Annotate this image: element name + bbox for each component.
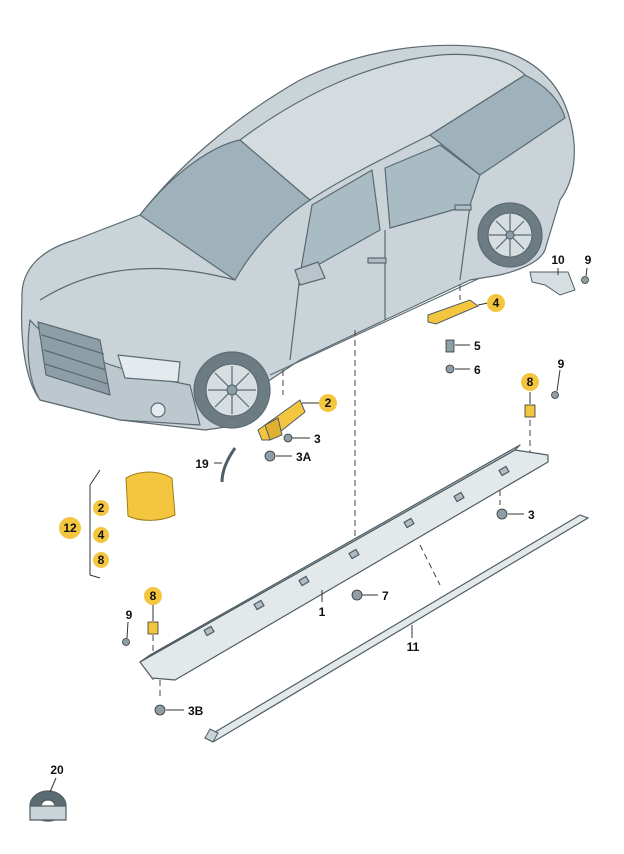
label-9-rear-bracket: 9 bbox=[585, 253, 592, 267]
sill-panel-body bbox=[139, 449, 549, 681]
label-4: 4 bbox=[493, 296, 500, 310]
door-line-front bbox=[289, 274, 301, 361]
label-6: 6 bbox=[474, 363, 481, 377]
fastener-9-left bbox=[122, 638, 130, 646]
label-7: 7 bbox=[382, 589, 389, 603]
side-mirror bbox=[294, 261, 326, 286]
grille-bar-1 bbox=[41, 334, 105, 355]
part-2-bracket bbox=[257, 399, 306, 441]
label-3-sill: 3 bbox=[528, 508, 535, 522]
door-line-rear bbox=[459, 204, 471, 281]
front-hub bbox=[226, 384, 238, 396]
label-8-right: 8 bbox=[527, 375, 534, 389]
rear-window bbox=[429, 74, 566, 176]
grille-bar-3 bbox=[44, 363, 109, 385]
label-1: 1 bbox=[319, 605, 326, 619]
leader-lines bbox=[49, 267, 588, 793]
badge-kit-2 bbox=[93, 500, 109, 516]
rear-hub bbox=[505, 230, 515, 240]
fastener-6 bbox=[445, 364, 455, 374]
grille-bar-2 bbox=[43, 349, 107, 371]
label-20: 20 bbox=[50, 763, 64, 777]
label-kit-4: 4 bbox=[98, 528, 105, 542]
label-8-left: 8 bbox=[150, 589, 157, 603]
part-11-trim-strip-edge bbox=[204, 728, 219, 743]
roof-panel bbox=[239, 53, 526, 201]
label-kit-8: 8 bbox=[98, 553, 105, 567]
fastener-9-right bbox=[551, 391, 559, 399]
badge-8-right bbox=[521, 373, 539, 391]
fastener-3-sill bbox=[496, 508, 508, 520]
fastener-3A bbox=[264, 450, 276, 462]
badge-8-left bbox=[144, 587, 162, 605]
fastener-7 bbox=[351, 589, 363, 601]
part-19-seal bbox=[220, 447, 237, 483]
part-4-bracket bbox=[427, 299, 479, 325]
label-5: 5 bbox=[474, 339, 481, 353]
fasteners bbox=[122, 276, 589, 716]
highlight-badges bbox=[59, 294, 539, 605]
part-10-rear-bracket bbox=[529, 271, 576, 296]
label-2: 2 bbox=[325, 396, 332, 410]
label-3B: 3B bbox=[188, 704, 204, 718]
badge-2 bbox=[319, 394, 337, 412]
fog-light bbox=[150, 402, 166, 418]
label-kit-2: 2 bbox=[98, 501, 105, 515]
label-3A: 3A bbox=[296, 450, 312, 464]
fastener-9-rear-bracket bbox=[581, 276, 589, 284]
side-sill-line bbox=[269, 277, 481, 376]
label-3-front: 3 bbox=[314, 432, 321, 446]
kit-group-bracket bbox=[89, 469, 101, 579]
label-10: 10 bbox=[551, 253, 565, 267]
part-1-sill-panel bbox=[139, 444, 549, 681]
label-9-right: 9 bbox=[558, 357, 565, 371]
front-grille bbox=[37, 321, 111, 396]
fastener-3B bbox=[154, 704, 166, 716]
callout-labels: 1 2 3 3A 3 3B 4 5 6 7 8 8 9 9 9 10 11 12… bbox=[50, 253, 591, 777]
badge-4 bbox=[487, 294, 505, 312]
label-11: 11 bbox=[407, 640, 420, 654]
label-9-left: 9 bbox=[126, 608, 133, 622]
hood-line bbox=[39, 267, 236, 301]
dash-line-sill-to-trim bbox=[419, 544, 441, 586]
label-19: 19 bbox=[195, 457, 209, 471]
sill-panel-clips bbox=[203, 465, 510, 637]
fastener-5 bbox=[445, 339, 455, 353]
part-20-tape-roll bbox=[29, 790, 67, 822]
car-illustration bbox=[21, 44, 575, 431]
clip-8-left bbox=[147, 621, 159, 635]
headlight bbox=[117, 354, 181, 383]
clip-8-right bbox=[524, 404, 536, 418]
badge-kit-4 bbox=[93, 527, 109, 543]
badge-12 bbox=[59, 517, 81, 539]
door-handle-rear bbox=[454, 204, 472, 211]
badge-kit-8 bbox=[93, 552, 109, 568]
sill-panel-top-edge bbox=[139, 444, 521, 663]
fastener-3-front bbox=[283, 433, 293, 443]
part-12-repair-kit-bag bbox=[125, 471, 176, 521]
label-12: 12 bbox=[63, 521, 77, 535]
front-side-window bbox=[299, 169, 381, 276]
door-handle-front bbox=[367, 257, 387, 264]
